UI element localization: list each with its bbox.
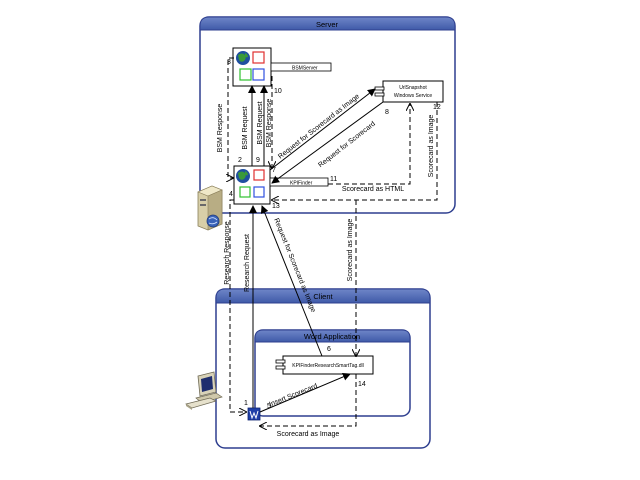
url-snapshot-service-component: UrlSnapshot Windows Service: [374, 80, 444, 103]
step-number-14: 14: [358, 381, 366, 388]
insert-scorecard-arrow: [259, 373, 351, 413]
step-number-12: 12: [433, 104, 441, 111]
bsm-response-label-right: BSM Response: [266, 99, 273, 148]
kpi-finder-component: KPIFinder: [233, 165, 329, 205]
scorecard-image-arrow-right: [272, 102, 438, 200]
bsm-request-label: BSM Request: [242, 106, 249, 149]
bsm-server-component: BSMServer: [232, 47, 332, 87]
step-number-2: 2: [238, 157, 242, 164]
green-square-icon: [239, 186, 251, 198]
research-response-arrow: [229, 199, 246, 412]
green-square-icon: [239, 68, 252, 81]
scorecard-image-arrow-bottom: [260, 374, 357, 426]
red-square-icon: [252, 51, 265, 64]
step-number-13: 13: [272, 203, 280, 210]
step-number-5: 5: [267, 403, 271, 410]
bsm-response-label-left: BSM Response: [217, 104, 224, 153]
scorecard-image-label-bottom: Scorecard as Image: [277, 431, 340, 438]
url-snapshot-label: UrlSnapshot: [399, 85, 427, 91]
step-number-10: 10: [274, 88, 282, 95]
blue-square-icon: [252, 68, 265, 81]
bsm-response-arrow-left: [228, 57, 234, 178]
client-request-scorecard-image-arrow: [260, 205, 323, 357]
request-scorecard-arrow: [271, 101, 384, 184]
scorecard-html-arrow: [328, 104, 410, 185]
word-application-title: Word Application: [304, 332, 360, 341]
scorecard-html-label: Scorecard as HTML: [342, 186, 404, 193]
globe-icon: [236, 51, 250, 65]
server-computer-icon: [197, 185, 223, 231]
research-response-label: Research Response: [224, 221, 231, 285]
globe-icon: [236, 169, 250, 183]
red-square-icon: [253, 169, 265, 181]
smart-tag-component: KPIFinderResearchSmartTag.dll: [275, 355, 374, 375]
step-number-1: 1: [244, 400, 248, 407]
client-container-title: Client: [313, 292, 333, 301]
step-number-9: 9: [256, 157, 260, 164]
scorecard-image-label-right: Scorecard as Image: [428, 115, 435, 178]
step-number-7: 7: [272, 167, 276, 174]
scorecard-image-label-mid: Scorecard as Image: [347, 219, 354, 282]
blue-square-icon: [253, 186, 265, 198]
step-number-11: 11: [330, 176, 337, 183]
word-document-icon: [247, 407, 261, 421]
step-number-8: 8: [385, 109, 389, 116]
server-container-title: Server: [316, 20, 339, 29]
desktop-computer-icon: [185, 371, 223, 410]
research-request-label: Research Request: [244, 234, 251, 292]
windows-service-label: Windows Service: [394, 93, 433, 99]
request-scorecard-image-arrow: [269, 88, 376, 171]
kpi-finder-label: KPIFinder: [290, 180, 313, 186]
step-number-4: 4: [229, 191, 233, 198]
step-number-6: 6: [327, 346, 331, 353]
step-number-3: 3: [227, 59, 231, 66]
bsm-request-label-2: BSM Request: [257, 101, 264, 144]
bsm-server-label: BSMServer: [292, 65, 318, 71]
smart-tag-label: KPIFinderResearchSmartTag.dll: [292, 363, 363, 369]
